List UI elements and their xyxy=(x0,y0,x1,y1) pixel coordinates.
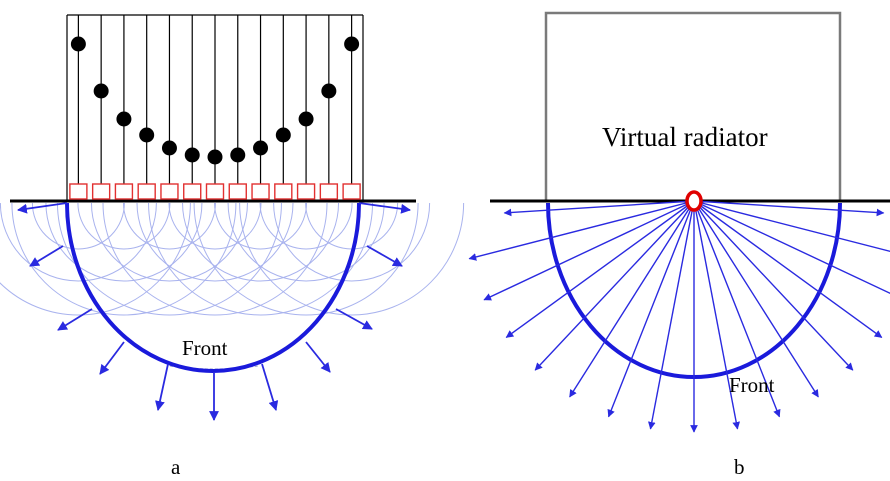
radial-ray xyxy=(483,200,695,301)
transducer-element xyxy=(228,183,247,200)
transducer-element xyxy=(160,183,179,200)
wavelet-arc xyxy=(31,202,125,250)
radial-ray xyxy=(693,200,854,371)
radial-ray xyxy=(607,200,695,418)
delay-dots xyxy=(70,36,360,165)
delay-dot xyxy=(207,149,223,165)
wavelet-arcs xyxy=(0,202,465,370)
wavelet-arc xyxy=(11,202,237,316)
wavelet-arc xyxy=(214,202,308,250)
wavelet-arc xyxy=(239,202,465,316)
propagation-arrow xyxy=(99,341,125,375)
radial-rays xyxy=(468,200,890,433)
delay-dot xyxy=(161,140,177,156)
panel-b: Virtual radiator Front b xyxy=(468,11,890,479)
wavelet-arc xyxy=(273,202,431,282)
panel-a: Front a xyxy=(0,14,465,479)
caption-a: a xyxy=(171,455,181,479)
delay-dot xyxy=(253,140,269,156)
transducer-element xyxy=(274,183,293,200)
delay-dot xyxy=(139,127,155,143)
delay-dot xyxy=(344,36,360,52)
delay-dot xyxy=(93,83,109,99)
delay-dot xyxy=(184,147,200,163)
radial-ray xyxy=(468,200,695,261)
radial-ray xyxy=(693,200,883,338)
wavelet-arc xyxy=(259,202,353,250)
propagation-arrow xyxy=(358,202,411,214)
propagation-arrow xyxy=(366,245,403,267)
point-source xyxy=(685,190,703,212)
radial-ray xyxy=(693,200,885,217)
radial-ray xyxy=(693,200,890,295)
wavelet-arc xyxy=(77,202,171,250)
front-label-b: Front xyxy=(729,373,775,397)
caption-b: b xyxy=(734,455,745,479)
radial-ray xyxy=(569,200,695,398)
delay-lines xyxy=(66,14,364,201)
wavefront-a xyxy=(65,202,361,373)
transducer-element xyxy=(69,183,88,200)
radial-ray xyxy=(505,200,695,338)
delay-dot xyxy=(116,111,132,127)
wavelet-arc xyxy=(148,202,374,316)
wavelet-arc xyxy=(227,202,385,282)
transducer-element xyxy=(114,183,134,200)
front-label-a: Front xyxy=(182,336,228,360)
wavelet-arc xyxy=(0,202,191,316)
wavelet-arc xyxy=(182,202,340,282)
delay-dot xyxy=(298,111,314,127)
transducer-element xyxy=(342,183,361,200)
radial-ray xyxy=(648,200,695,430)
transducer-element xyxy=(91,183,111,200)
propagation-arrows-a xyxy=(17,202,411,421)
propagation-arrow xyxy=(305,341,331,373)
transducer-element xyxy=(296,183,316,200)
wavelet-arc xyxy=(0,202,157,282)
radial-ray xyxy=(693,200,740,430)
delay-dot xyxy=(321,83,337,99)
wavelet-arc xyxy=(168,202,262,250)
wavelet-arc xyxy=(45,202,203,282)
wavelet-arc xyxy=(193,202,419,316)
wavelet-arc xyxy=(122,202,216,250)
propagation-arrow xyxy=(261,363,279,411)
delay-dot xyxy=(230,147,246,163)
wavelet-arc xyxy=(102,202,328,316)
transducer-element xyxy=(205,183,225,200)
delay-dot xyxy=(70,36,86,52)
radial-ray xyxy=(693,200,890,253)
delay-dot xyxy=(275,127,291,143)
wavelet-arc xyxy=(90,202,248,282)
propagation-arrow xyxy=(335,308,373,330)
transducer-element xyxy=(319,183,339,200)
radial-ray xyxy=(503,200,695,217)
transducer-element xyxy=(183,183,202,200)
transducer-element xyxy=(251,183,270,200)
radial-ray xyxy=(693,200,781,418)
virtual-radiator-label: Virtual radiator xyxy=(602,122,768,152)
propagation-arrow xyxy=(17,202,68,214)
virtual-radiator-box xyxy=(544,11,842,203)
radial-ray xyxy=(693,200,819,398)
propagation-arrow xyxy=(29,245,64,267)
radial-ray xyxy=(534,200,695,371)
wavelet-arc xyxy=(136,202,294,282)
propagation-arrow xyxy=(155,363,169,411)
wavelet-arc xyxy=(56,202,282,316)
transducer-elements xyxy=(69,183,361,200)
propagation-arrow xyxy=(57,308,93,331)
transducer-element xyxy=(137,183,156,200)
